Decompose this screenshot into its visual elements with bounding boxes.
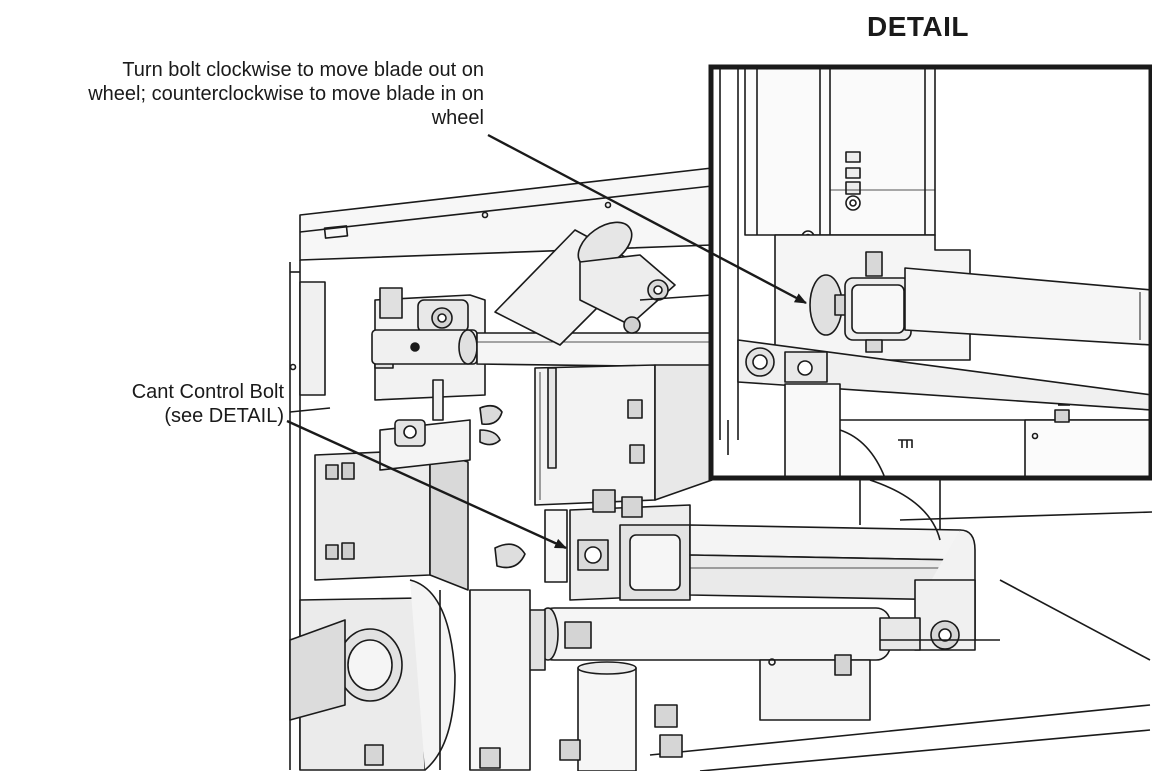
detail-inset	[708, 64, 1152, 481]
left-bracket	[289, 281, 469, 591]
bolt-direction-line-3: wheel	[431, 107, 484, 129]
bolt-direction-leader	[487, 133, 807, 305]
pivot-arm	[494, 221, 713, 346]
guide-head	[374, 287, 503, 471]
base-plate	[364, 579, 1151, 771]
leader-lines	[286, 133, 807, 550]
cant-bolt-line-2: (see DETAIL)	[164, 405, 284, 427]
carriage-plate	[534, 364, 713, 506]
right-frame	[869, 479, 1152, 541]
cant-control-bolt-callout: Cant Control Bolt (see DETAIL)	[132, 380, 284, 428]
guide-rod	[371, 329, 713, 368]
bolt-direction-line-2: wheel; counterclockwise to move blade in…	[88, 83, 484, 105]
cant-cylinder	[519, 607, 921, 671]
cant-bolt-line-1: Cant Control Bolt	[131, 381, 284, 403]
center-post	[577, 654, 871, 771]
wheel-housing	[289, 579, 531, 771]
square-tube-arm	[619, 475, 976, 651]
cant-bolt-leader	[286, 419, 567, 550]
main-assembly	[289, 167, 1152, 771]
detail-border	[708, 64, 1152, 481]
bolt-direction-line-1: Turn bolt clockwise to move blade out on	[122, 59, 484, 81]
detail-title: DETAIL	[866, 11, 970, 42]
bolt-direction-callout: Turn bolt clockwise to move blade out on…	[88, 58, 484, 130]
